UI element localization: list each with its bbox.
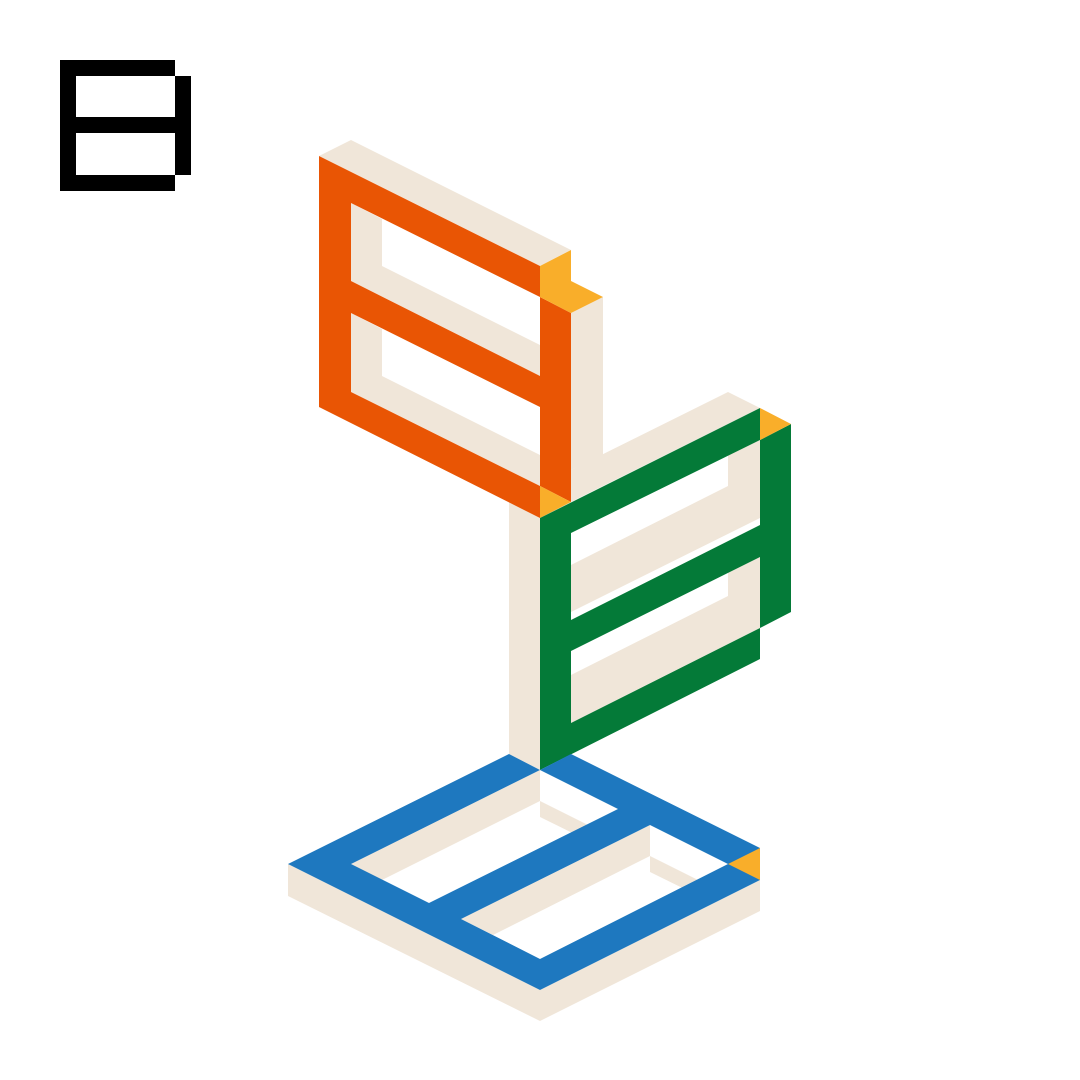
orange-amber-joint-bottom: [540, 486, 571, 518]
pixel-b-outline: [60, 60, 191, 191]
blue-amber-joint: [728, 848, 760, 880]
extrusion-shadows: [288, 140, 760, 1021]
green-letter-b: [540, 408, 791, 770]
green-b-shape: [540, 408, 791, 770]
orange-b-shape: [319, 156, 571, 518]
orange-letter-b: [319, 156, 603, 518]
blue-letter-b: [288, 754, 760, 990]
orange-amber-joint-top: [540, 250, 603, 313]
green-amber-joint: [760, 408, 791, 440]
blue-b-shape: [288, 754, 760, 990]
